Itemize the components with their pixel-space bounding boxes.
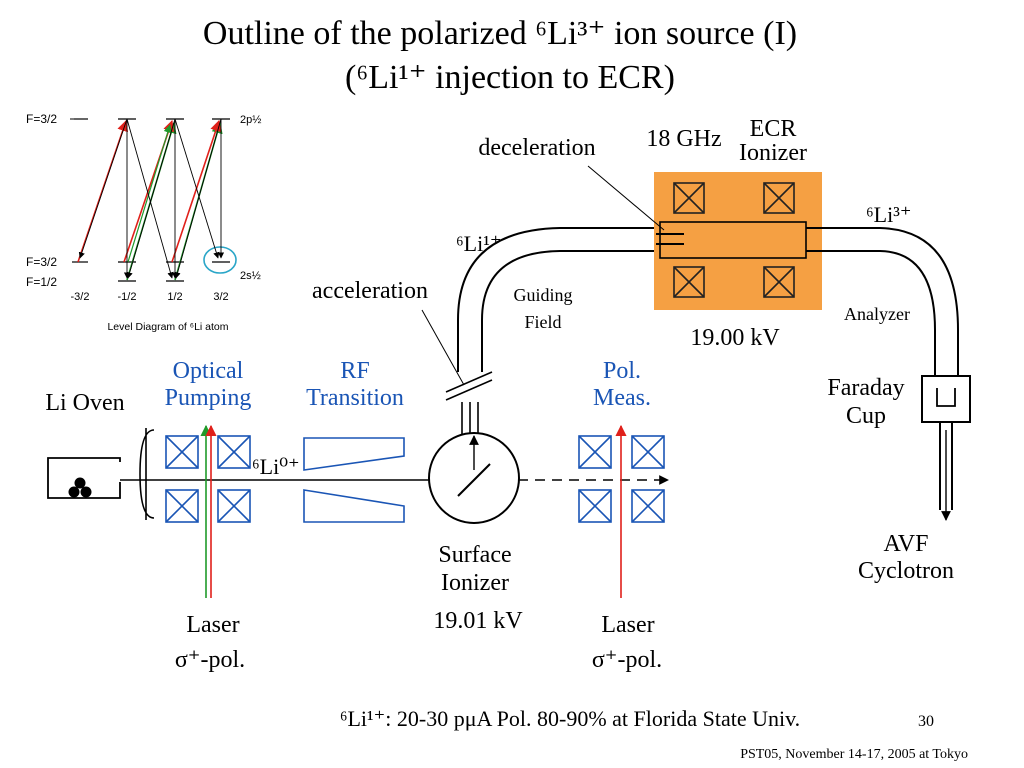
laser-right-label: Laser: [601, 612, 654, 638]
decay-3: [126, 118, 174, 279]
guiding-field-label-1: Guiding: [513, 285, 572, 305]
li3-label: ⁶Li³⁺: [866, 202, 911, 227]
guiding-field-tube-inner: [481, 250, 660, 372]
faraday-cup-label-2: Cup: [846, 403, 886, 429]
transition-red-3: [171, 119, 222, 263]
page-number: 30: [918, 713, 934, 730]
laser-right-pol: σ⁺-pol.: [592, 647, 662, 673]
decay-4: [126, 118, 176, 279]
summary-line: ⁶Li¹⁺: 20-30 pμA Pol. 80-90% at Florida …: [340, 706, 800, 731]
laser-left-label: Laser: [186, 612, 239, 638]
level-upper-f-label: F=3/2: [26, 112, 57, 126]
level-diagram: F=3/2 2p½ F=3/2 F=1/2 2s½: [26, 112, 261, 333]
pumped-state-highlight: [203, 246, 237, 274]
surface-ionizer-plate: [457, 463, 491, 497]
pol-meas-coil-3: [578, 489, 612, 523]
pol-meas-coil-4: [631, 489, 665, 523]
optical-pumping-coil-1: [165, 435, 199, 469]
li1-label: ⁶Li¹⁺: [456, 231, 501, 256]
accel-electrode-2: [445, 379, 493, 401]
laser-left-pol: σ⁺-pol.: [175, 647, 245, 673]
guiding-field-tube-outer: [457, 227, 660, 372]
rf-transition-label-2: Transition: [306, 385, 404, 411]
accel-electrode-1: [445, 371, 493, 393]
optical-pumping-coil-3: [165, 489, 199, 523]
ecr-ionizer: [654, 172, 822, 310]
ecr-plasma-chamber: [659, 221, 807, 259]
m-label-3: 1/2: [167, 291, 182, 303]
footer-text: PST05, November 14-17, 2005 at Tokyo: [740, 747, 968, 762]
decay-7: [174, 118, 222, 279]
level-upper-state-label: 2p½: [240, 114, 261, 126]
rf-electrode-upper: [303, 437, 405, 471]
optical-pumping-label-2: Pumping: [165, 385, 252, 411]
li-oven: [47, 457, 121, 499]
ecr-voltage: 19.00 kV: [690, 325, 780, 351]
ecr-ionizer-label-2: Ionizer: [739, 140, 807, 166]
optical-pumping-label-1: Optical: [173, 358, 244, 384]
rf-electrode-lower: [303, 489, 405, 523]
surface-ionizer-label-1: Surface: [438, 542, 511, 568]
pol-meas-coil-2: [631, 435, 665, 469]
analyzer-label: Analyzer: [844, 304, 910, 324]
optical-pumping-coil-4: [217, 489, 251, 523]
level-lower-state-label: 2s½: [240, 270, 261, 282]
m-label-2: -1/2: [118, 291, 137, 303]
ecr-frequency: 18 GHz: [646, 126, 721, 152]
slide-title-line1: Outline of the polarized ⁶Li³⁺ ion sourc…: [203, 15, 797, 52]
li0-beam-label: ⁶Li⁰⁺: [252, 454, 300, 479]
acceleration-pointer: [421, 309, 465, 386]
surface-ionizer-label-2: Ionizer: [441, 570, 509, 596]
pol-meas-label-1: Pol.: [603, 358, 641, 384]
guiding-field-label-2: Field: [524, 312, 561, 332]
avf-label-1: AVF: [884, 531, 929, 557]
level-diagram-caption: Level Diagram of ⁶Li atom: [107, 321, 228, 333]
oven-aperture-brace: [139, 428, 155, 520]
analyzer-tube-inner: [822, 250, 936, 376]
surface-ionizer-voltage: 19.01 kV: [433, 608, 523, 634]
li-oven-label: Li Oven: [45, 390, 124, 416]
decay-1: [78, 118, 128, 259]
deceleration-pointer: [587, 165, 665, 231]
ecr-ionizer-label-1: ECR: [750, 116, 797, 142]
transition-green-3: [127, 124, 172, 263]
m-label-4: 3/2: [213, 291, 228, 303]
slide-title-line2: (⁶Li¹⁺ injection to ECR): [345, 59, 675, 96]
rf-transition-label-1: RF: [340, 358, 369, 384]
avf-label-2: Cyclotron: [858, 558, 954, 584]
deceleration-label: deceleration: [478, 135, 595, 161]
faraday-cup-bucket: [936, 388, 956, 407]
level-lower-f2-label: F=1/2: [26, 275, 57, 289]
decay-6: [174, 118, 220, 259]
optical-pumping-coil-2: [217, 435, 251, 469]
surface-ionizer: [428, 432, 520, 524]
analyzer-tube-outer: [822, 227, 959, 376]
acceleration-label: acceleration: [312, 278, 428, 304]
faraday-cup: [921, 375, 971, 423]
faraday-cup-label-1: Faraday: [827, 375, 904, 401]
pol-meas-label-2: Meas.: [593, 385, 651, 411]
pol-meas-coil-1: [578, 435, 612, 469]
level-lower-f1-label: F=3/2: [26, 255, 57, 269]
m-label-1: -3/2: [71, 291, 90, 303]
